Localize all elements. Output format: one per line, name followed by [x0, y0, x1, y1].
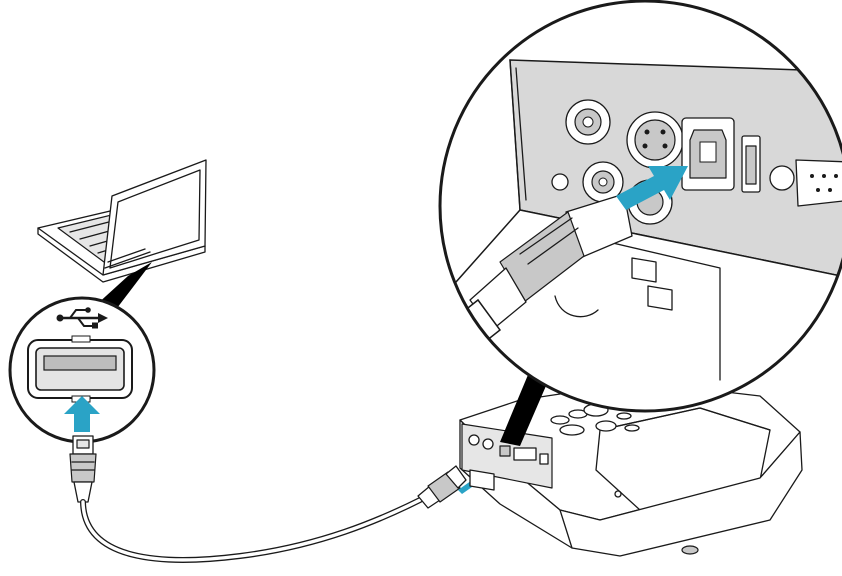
projector [459, 381, 803, 557]
arrow-icon [64, 396, 100, 432]
projector-callout-wedge [500, 370, 552, 446]
usb-a-port [27, 335, 133, 403]
usb-cable [80, 497, 423, 563]
s-video-port [626, 111, 684, 169]
rca-jack [565, 99, 611, 145]
rca-jack [582, 161, 624, 203]
usb-symbol-icon [56, 307, 108, 329]
arrow-icon [616, 166, 688, 210]
laptop [37, 159, 207, 283]
computer-port-zoom [8, 296, 156, 444]
usb-b-port [681, 117, 735, 191]
projector-port-zoom [438, 0, 842, 413]
usb-b-plug-small [417, 465, 467, 509]
usb-a-plug [69, 435, 97, 503]
